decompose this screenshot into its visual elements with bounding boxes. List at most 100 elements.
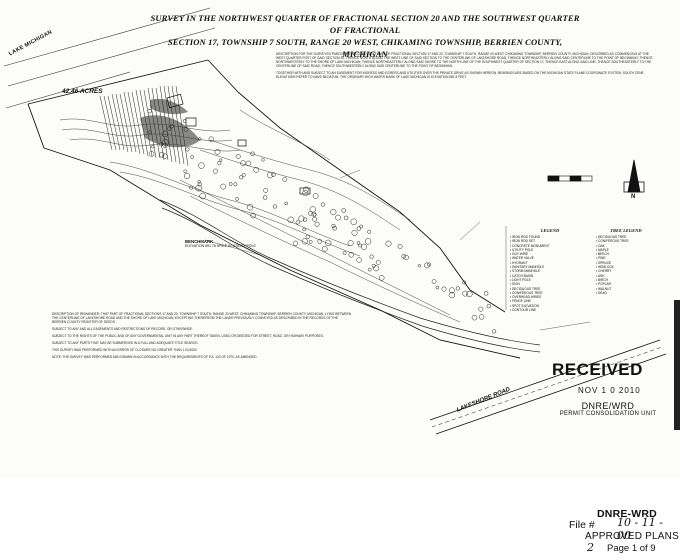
stamp-file-label: File # [569, 519, 595, 531]
tree-symbol-icon [183, 169, 187, 174]
tree-legend-item: • BIRCH [596, 277, 608, 282]
north-arrow-icon [623, 159, 645, 193]
legend-item: • FENCE LINE [510, 299, 531, 304]
remainder-description: DESCRIPTION OF REMAINDER: THAT PART OF F… [52, 312, 352, 324]
tree-symbol-icon [350, 218, 358, 226]
legend-item: • GUY WIRE [510, 252, 529, 257]
tree-symbol-icon [185, 147, 190, 152]
tree-symbol-icon [347, 240, 354, 247]
tree-symbol-icon [375, 259, 381, 265]
tree-legend-item: • ASH [596, 273, 605, 278]
tree-symbol-icon [305, 234, 310, 239]
tree-symbol-icon [320, 202, 325, 207]
property-boundary [27, 59, 521, 359]
tree-symbol-icon [483, 291, 489, 296]
benchmark-text: ELEVATION 591.78 SPIKE IN UTILITY POLE [185, 244, 256, 249]
tree-legend-title: TREE LEGEND [610, 228, 642, 233]
tree-symbol-icon [478, 306, 484, 312]
tree-legend-item: • OAK [596, 243, 605, 248]
contour-lines [59, 109, 461, 323]
tree-symbol-icon [401, 254, 406, 259]
legend-item: • CONTOUR LINE [510, 308, 537, 313]
tree-symbol-icon [348, 251, 355, 258]
tree-legend-list: • DECIDUOUS TREE• CONIFEROUS TREE• OAK• … [596, 235, 656, 295]
tree-symbol-icon [343, 215, 349, 221]
tree-symbol-icon [302, 217, 308, 222]
legend-item: • WATER VALVE [510, 256, 534, 261]
tree-symbol-icon [441, 286, 447, 292]
tree-symbol-icon [184, 172, 191, 180]
tree-symbol-icon [239, 175, 244, 180]
tree-symbol-icon [197, 182, 202, 187]
stamp-org: DNRE-WRD [597, 508, 657, 520]
private-drive [159, 199, 541, 353]
survey-title: SURVEY IN THE NORTHWEST QUARTER OF FRACT… [150, 12, 580, 60]
stamp-approved: APPROVED PLANS [585, 531, 679, 542]
tree-legend-item: • CHERRY [596, 269, 612, 274]
legend-item: • SPOT ELEVATION [510, 303, 539, 308]
tree-symbol-icon [367, 267, 372, 272]
tree-symbol-icon [332, 225, 337, 231]
tree-symbol-icon [360, 243, 368, 250]
tree-symbol-icon [448, 291, 456, 299]
lake-shoreline [3, 7, 216, 109]
north-label: N [631, 194, 636, 200]
tree-symbol-icon [212, 168, 218, 174]
tree-symbol-icon [263, 187, 269, 193]
tree-legend: TREE LEGEND • DECIDUOUS TREE• CONIFEROUS… [596, 228, 656, 308]
tree-symbol-icon [301, 238, 308, 245]
tree-symbol-icon [335, 214, 341, 221]
tree-symbol-icon [235, 154, 241, 159]
tree-symbol-icon [261, 158, 265, 162]
benchmark-title: BENCHMARK [185, 239, 214, 244]
tree-symbol-icon [162, 142, 168, 148]
legend: LEGEND • IRON ROD FOUND• IRON ROD SET• C… [510, 228, 590, 312]
legend-item: • HYDRANT [510, 260, 528, 265]
tree-symbol-icon [295, 220, 300, 225]
tree-symbol-icon [359, 224, 364, 229]
survey-map [3, 7, 667, 435]
tree-symbol-icon [486, 303, 491, 309]
tree-legend-item: • MAPLE [596, 247, 609, 252]
title-line-2: SECTION 17, TOWNSHIP 7 SOUTH, RANGE 20 W… [167, 37, 563, 59]
tree-symbol-icon [358, 243, 362, 248]
tree-symbol-icon [262, 195, 268, 200]
tree-symbol-icon [253, 166, 260, 173]
notes-bottom: DESCRIPTION OF REMAINDER: THAT PART OF F… [52, 312, 352, 420]
tree-symbol-icon [220, 183, 227, 190]
tree-symbol-icon [303, 186, 310, 193]
tree-symbol-icon [321, 246, 328, 252]
tree-symbol-icon [492, 329, 497, 334]
tree-symbol-icon [367, 229, 372, 234]
tree-symbol-icon [314, 221, 320, 227]
tree-symbol-icon [371, 263, 376, 268]
stamp-file-value: 10 - 11 - 00 [617, 516, 663, 542]
legend-item: • UTILITY POLE [510, 247, 534, 252]
tree-symbol-icon [214, 148, 221, 155]
tree-symbol-icon [462, 280, 467, 285]
tree-legend-item: • PINE [596, 256, 606, 261]
legal-description-top: DESCRIPTION FOR THE SURVEYED PARCEL PER … [276, 52, 656, 124]
scale-bar-icon [547, 175, 593, 182]
tree-symbol-icon [148, 130, 152, 134]
tree-symbol-icon [331, 223, 336, 229]
tree-symbol-icon [246, 204, 254, 211]
tree-symbol-icon [195, 184, 202, 192]
benchmark-note: BENCHMARK ELEVATION 591.78 SPIKE IN UTIL… [185, 239, 256, 249]
tree-symbol-icon [293, 240, 299, 246]
tree-symbol-icon [471, 314, 478, 321]
bluff-shading [140, 98, 200, 148]
received-date: NOV 1 0 2010 [578, 386, 641, 395]
tree-symbol-icon [162, 153, 168, 159]
tree-legend-item: • DECIDUOUS TREE [596, 235, 627, 239]
stamp-page: Page 1 of 9 [607, 543, 656, 554]
tree-symbol-icon [330, 209, 337, 216]
tree-legend-item: • DEAD [596, 290, 607, 295]
tree-symbol-icon [182, 119, 187, 123]
tree-symbol-icon [282, 177, 288, 182]
tree-symbol-icon [240, 160, 246, 167]
tree-symbol-icon [233, 182, 238, 187]
received-unit: PERMIT CONSOLIDATION UNIT [559, 411, 657, 417]
legend-item: • CONCRETE MONUMENT [510, 243, 550, 248]
legend-item: • STORM MANHOLE [510, 269, 541, 274]
